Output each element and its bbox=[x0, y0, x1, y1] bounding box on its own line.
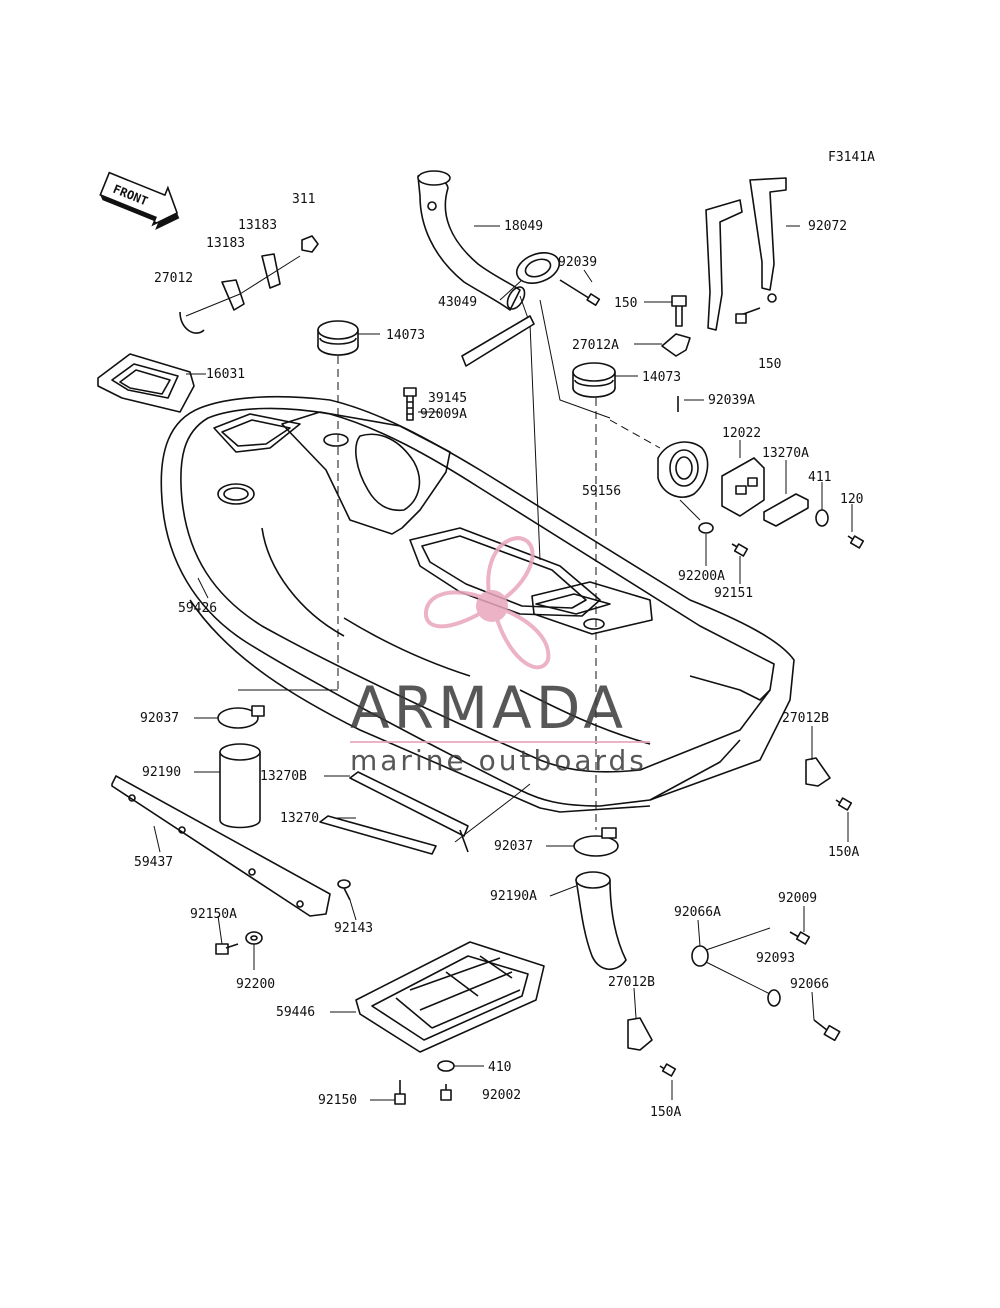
label-150-a: 150 bbox=[614, 296, 637, 311]
fitting-92066 bbox=[813, 1019, 841, 1042]
leader-lines bbox=[153, 225, 853, 1101]
storage-tray-16031 bbox=[97, 353, 195, 413]
clamp-92037-upper bbox=[217, 705, 265, 729]
clamp-92037-lower bbox=[573, 827, 619, 857]
guard-59437 bbox=[111, 775, 331, 917]
hose-92190 bbox=[219, 743, 261, 829]
label-18049: 18049 bbox=[504, 219, 543, 234]
label-13183-b: 13183 bbox=[206, 236, 245, 251]
pin-92143 bbox=[337, 879, 351, 901]
label-410: 410 bbox=[488, 1060, 511, 1075]
clamp-assembly-311 bbox=[179, 235, 319, 334]
label-13183-a: 13183 bbox=[238, 218, 277, 233]
label-16031: 16031 bbox=[206, 367, 245, 382]
washer-92093 bbox=[767, 989, 781, 1007]
fitting-92066A bbox=[691, 927, 771, 995]
front-arrow: FRONT bbox=[99, 171, 180, 230]
label-92037-b: 92037 bbox=[494, 839, 533, 854]
label-13270: 13270 bbox=[280, 811, 319, 826]
label-59446: 59446 bbox=[276, 1005, 315, 1020]
bolt-92002 bbox=[440, 1084, 452, 1101]
skid-plate-59446 bbox=[355, 941, 545, 1053]
label-92200A: 92200A bbox=[678, 569, 725, 584]
label-92072: 92072 bbox=[808, 219, 847, 234]
watermark: ARMADA marine outboards bbox=[350, 535, 650, 777]
label-92190A: 92190A bbox=[490, 889, 537, 904]
label-92143: 92143 bbox=[334, 921, 373, 936]
label-92002: 92002 bbox=[482, 1088, 521, 1103]
label-120: 120 bbox=[840, 492, 863, 507]
seal-strip bbox=[461, 315, 535, 367]
label-311: 311 bbox=[292, 192, 315, 207]
label-13270B: 13270B bbox=[260, 769, 307, 784]
bolt-92150A bbox=[215, 943, 239, 955]
bolt-150-upper bbox=[671, 295, 687, 327]
label-27012A: 27012A bbox=[572, 338, 619, 353]
label-14073-b: 14073 bbox=[642, 370, 681, 385]
gasket-43049 bbox=[515, 252, 561, 284]
label-59426: 59426 bbox=[178, 601, 217, 616]
label-43049: 43049 bbox=[438, 295, 477, 310]
label-411: 411 bbox=[808, 470, 831, 485]
label-27012: 27012 bbox=[154, 271, 193, 286]
label-13270A: 13270A bbox=[762, 446, 809, 461]
bolt-92009A bbox=[403, 387, 417, 421]
label-92151: 92151 bbox=[714, 586, 753, 601]
label-92009: 92009 bbox=[778, 891, 817, 906]
label-150A-b: 150A bbox=[650, 1105, 681, 1120]
label-92009A: 92009A bbox=[420, 407, 467, 422]
bracket-27012B-lower bbox=[627, 1017, 677, 1077]
label-12022: 12022 bbox=[722, 426, 761, 441]
bolt-120 bbox=[847, 535, 865, 549]
screw-92039 bbox=[559, 279, 601, 306]
bolt-92151 bbox=[731, 543, 749, 557]
washer-411 bbox=[815, 509, 829, 527]
label-92200: 92200 bbox=[236, 977, 275, 992]
label-59437: 59437 bbox=[134, 855, 173, 870]
label-27012B-b: 27012B bbox=[608, 975, 655, 990]
part-labels: 311 13183 13183 27012 14073 16031 39145 … bbox=[134, 192, 863, 1120]
plate-12022 bbox=[721, 457, 765, 517]
label-92039: 92039 bbox=[558, 255, 597, 270]
washer-92200A bbox=[698, 522, 714, 534]
label-92150: 92150 bbox=[318, 1093, 357, 1108]
straps-92072 bbox=[705, 177, 787, 331]
label-92039A: 92039A bbox=[708, 393, 755, 408]
bolt-92150 bbox=[394, 1080, 406, 1105]
bolt-92009 bbox=[789, 931, 811, 945]
label-92066: 92066 bbox=[790, 977, 829, 992]
watermark-tagline: marine outboards bbox=[350, 744, 647, 777]
intake-grate bbox=[657, 396, 709, 498]
label-150A-a: 150A bbox=[828, 845, 859, 860]
label-92190: 92190 bbox=[142, 765, 181, 780]
label-14073-a: 14073 bbox=[386, 328, 425, 343]
tube-18049 bbox=[417, 170, 526, 311]
hull-deck bbox=[160, 395, 795, 813]
label-27012B-a: 27012B bbox=[782, 711, 829, 726]
washer-410 bbox=[437, 1060, 455, 1072]
bar-13270B bbox=[349, 771, 469, 853]
propeller-logo-icon bbox=[423, 535, 551, 670]
washer-92200 bbox=[245, 931, 263, 945]
label-150-b: 150 bbox=[758, 357, 781, 372]
label-59156: 59156 bbox=[582, 484, 621, 499]
cap-14073-rear bbox=[572, 362, 616, 398]
label-92066A: 92066A bbox=[674, 905, 721, 920]
bracket-27012A bbox=[661, 333, 691, 357]
bar-13270 bbox=[319, 815, 437, 855]
cap-14073-front bbox=[317, 320, 359, 356]
label-92093: 92093 bbox=[756, 951, 795, 966]
bracket-27012B-upper bbox=[805, 757, 853, 811]
pad-13270A bbox=[763, 493, 809, 527]
label-92150A: 92150A bbox=[190, 907, 237, 922]
label-92037-a: 92037 bbox=[140, 711, 179, 726]
figure-code: F3141A bbox=[828, 150, 875, 165]
watermark-brand: ARMADA bbox=[350, 674, 627, 742]
label-39145: 39145 bbox=[428, 391, 467, 406]
hose-92190A bbox=[575, 871, 627, 971]
